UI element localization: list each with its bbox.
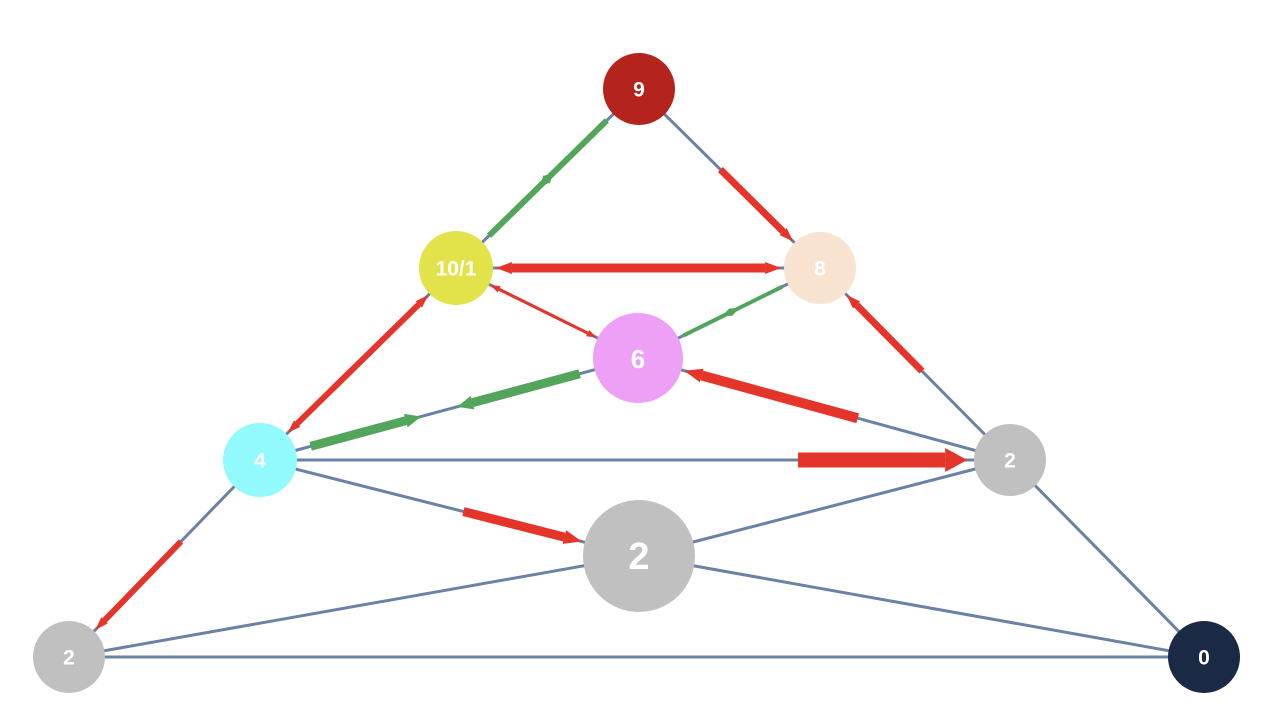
red-arrow-n6-to-n10_1 — [490, 284, 551, 316]
red-arrow-n8-to-n10_1 — [495, 262, 665, 274]
red-arrow-n4-to-n2r — [797, 448, 968, 472]
green-arrow-n4-to-n6 — [309, 413, 422, 451]
node-circle — [419, 231, 493, 305]
node-n2c: 2 — [583, 500, 695, 612]
edge-n2r-n0 — [1008, 458, 1206, 659]
node-label: 4 — [254, 450, 266, 473]
node-circle — [33, 621, 105, 693]
edge-n2c-n0 — [638, 554, 1205, 659]
node-n10_1: 10/1 — [419, 231, 493, 305]
node-label: 9 — [633, 79, 645, 102]
nodes-layer: 9 10/1 8 6 4 2 2 2 0 — [33, 53, 1240, 693]
edge-n2r-n2c — [638, 458, 1011, 558]
red-arrow-n10_1-to-n4 — [287, 368, 353, 433]
node-circle — [1168, 621, 1240, 693]
edge-n4-n2c — [259, 458, 640, 558]
green-arrow-n6-to-n4 — [457, 369, 581, 410]
edge-n2l-n2c — [68, 554, 640, 659]
red-arrow-n2r-to-n8 — [846, 294, 925, 374]
node-n8: 8 — [784, 232, 856, 304]
node-label: 2 — [1004, 450, 1016, 473]
node-n9: 9 — [603, 53, 675, 125]
node-n6: 6 — [593, 313, 683, 403]
red-arrow-n2r-to-n6 — [684, 368, 860, 424]
node-n2r: 2 — [974, 424, 1046, 496]
node-circle — [784, 232, 856, 304]
green-arrow-n9-to-n10_1 — [538, 118, 609, 188]
red-arrow-n10_1-to-n8 — [655, 262, 782, 274]
node-label: 8 — [814, 258, 826, 281]
node-label: 2 — [628, 536, 649, 578]
node-circle — [974, 424, 1046, 496]
node-n0: 0 — [1168, 621, 1240, 693]
green-arrow-n8-to-n6 — [722, 284, 784, 317]
node-n2l: 2 — [33, 621, 105, 693]
red-arrow-n4-to-n2c — [462, 507, 582, 544]
node-circle — [603, 53, 675, 125]
red-arrow-n4-to-n2l — [95, 539, 184, 630]
node-label: 2 — [63, 647, 75, 670]
node-n4: 4 — [223, 423, 297, 497]
node-label: 6 — [631, 344, 645, 374]
arrows-layer — [95, 118, 968, 630]
red-arrow-n10_1-to-n6 — [540, 308, 597, 338]
node-label: 0 — [1198, 647, 1210, 670]
red-arrow-n9-to-n8 — [717, 167, 794, 242]
node-label: 10/1 — [436, 258, 477, 281]
node-circle — [593, 313, 683, 403]
node-circle — [223, 423, 297, 497]
node-circle — [583, 500, 695, 612]
